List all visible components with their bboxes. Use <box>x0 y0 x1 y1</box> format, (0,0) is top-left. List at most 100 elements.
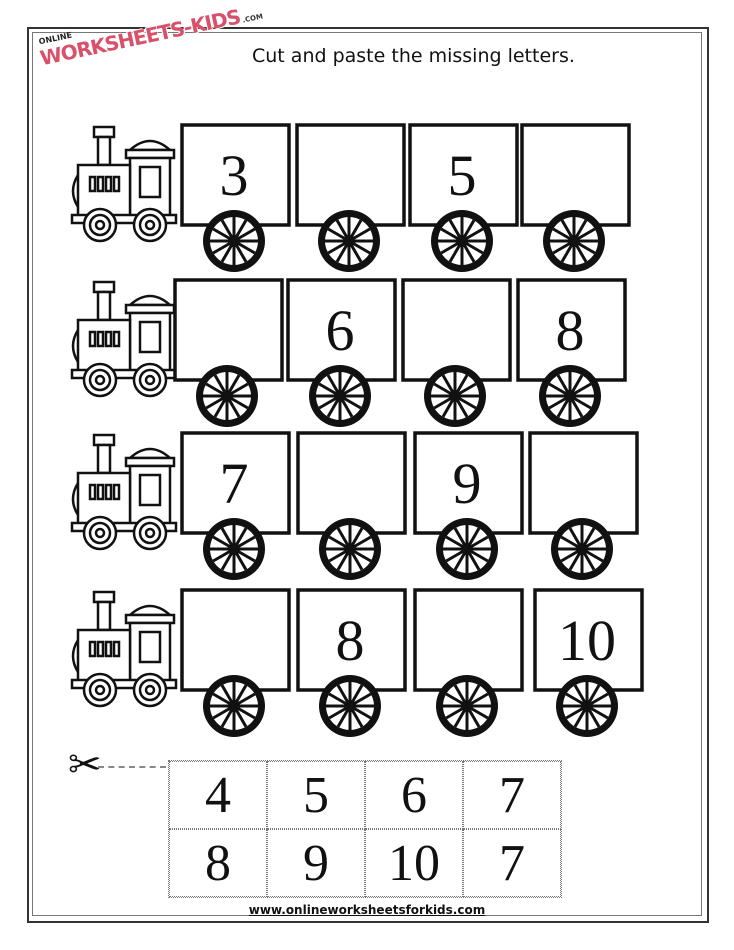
wheel-hub <box>581 700 593 712</box>
engine-base <box>70 213 178 225</box>
engine-wheel-hub <box>94 219 106 231</box>
train-car: 8 <box>516 278 627 427</box>
engine-chimney-cap <box>92 590 116 604</box>
wheel-hub <box>576 543 588 555</box>
train: 8 10 <box>70 588 644 737</box>
car-box <box>173 278 284 382</box>
cutout-cell[interactable]: 7 <box>463 829 561 897</box>
engine-chimney-cap <box>92 280 116 294</box>
wheel-hub <box>334 390 346 402</box>
train-car: 9 <box>413 431 524 580</box>
car-box <box>533 588 644 692</box>
engine-vent <box>112 330 121 348</box>
train-car <box>413 588 524 737</box>
engine-vent <box>88 175 97 193</box>
car-box <box>180 588 291 692</box>
wheel-hub <box>228 700 240 712</box>
engine-dome <box>126 604 174 617</box>
engine-vent <box>96 175 105 193</box>
car-box <box>180 431 291 535</box>
wheel-hub <box>564 390 576 402</box>
engine-chimney <box>96 290 112 322</box>
train-car <box>296 431 407 580</box>
engine-vent <box>88 483 97 501</box>
wheel-hub <box>228 543 240 555</box>
wheel-hub <box>461 543 473 555</box>
engine-wheel-hub <box>94 527 106 539</box>
engine-dome <box>126 447 174 460</box>
engine-vent <box>88 330 97 348</box>
car-box <box>296 588 407 692</box>
car-number: 10 <box>558 608 616 673</box>
train-car: 6 <box>286 278 397 427</box>
train-car <box>180 588 291 737</box>
car-number: 6 <box>326 298 355 363</box>
train-car <box>173 278 284 427</box>
wheel-hub <box>343 235 355 247</box>
cutout-grid: 4 5 6 7 8 9 10 7 <box>168 760 562 898</box>
train-car <box>520 123 631 272</box>
car-box <box>528 431 639 535</box>
engine-window <box>138 320 162 354</box>
engine-vent <box>104 483 113 501</box>
cutout-cell[interactable]: 4 <box>169 761 267 829</box>
engine-window <box>138 473 162 507</box>
wheel-hub <box>221 390 233 402</box>
engine-wheel-hub <box>144 374 156 386</box>
wheel-hub <box>456 235 468 247</box>
engine-chimney <box>96 600 112 632</box>
car-number: 7 <box>220 451 249 516</box>
cutout-cell[interactable]: 9 <box>267 829 365 897</box>
engine-vent <box>96 330 105 348</box>
train-car: 10 <box>533 588 644 737</box>
page-border-inner <box>32 32 702 916</box>
car-box <box>413 431 524 535</box>
engine-vent <box>96 640 105 658</box>
engine-dome <box>126 139 174 152</box>
wheel-hub <box>568 235 580 247</box>
engine-wheel-hub <box>144 527 156 539</box>
car-number: 9 <box>453 451 482 516</box>
engine-vent <box>88 640 97 658</box>
engine-vent <box>104 175 113 193</box>
train-car: 3 <box>180 123 291 272</box>
train-car <box>401 278 512 427</box>
engine-vent <box>112 175 121 193</box>
wheel-hub <box>461 700 473 712</box>
train-engine <box>70 125 178 243</box>
engine-window <box>138 630 162 664</box>
engine-vent <box>104 640 113 658</box>
cutout-cell[interactable]: 8 <box>169 829 267 897</box>
train-engine <box>70 433 178 551</box>
engine-chimney-cap <box>92 125 116 139</box>
car-number: 5 <box>448 143 477 208</box>
engine-chimney-cap <box>92 433 116 447</box>
engine-vent <box>96 483 105 501</box>
cutout-cell[interactable]: 5 <box>267 761 365 829</box>
car-box <box>295 123 406 227</box>
car-box <box>520 123 631 227</box>
train-car: 8 <box>296 588 407 737</box>
engine-base <box>70 521 178 533</box>
cutout-cell[interactable]: 7 <box>463 761 561 829</box>
engine-chimney <box>96 135 112 167</box>
cutout-cell[interactable]: 6 <box>365 761 463 829</box>
train-engine <box>70 280 178 398</box>
engine-wheel-hub <box>144 684 156 696</box>
engine-wheel-hub <box>94 684 106 696</box>
wheel-hub <box>449 390 461 402</box>
wheel-hub <box>344 543 356 555</box>
engine-wheel-hub <box>94 374 106 386</box>
engine-window <box>138 165 162 199</box>
wheel-hub <box>344 700 356 712</box>
train-car <box>295 123 406 272</box>
car-box <box>296 431 407 535</box>
page-title: Cut and paste the missing letters. <box>252 45 575 67</box>
cutout-cell[interactable]: 10 <box>365 829 463 897</box>
train-engine <box>70 590 178 708</box>
engine-base <box>70 678 178 690</box>
engine-vent <box>112 640 121 658</box>
train-car: 5 <box>408 123 519 272</box>
